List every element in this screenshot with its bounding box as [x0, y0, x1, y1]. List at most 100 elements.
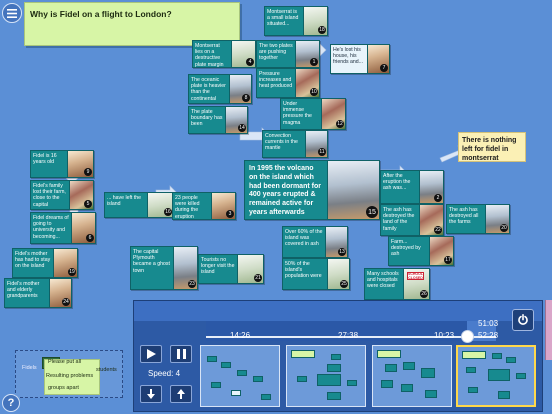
timeline-panel: 14:26 27:38 10:23 51:03 52:28 Speed: 4 [133, 300, 543, 412]
card-12[interactable]: Under immense pressure the magma 12 [280, 98, 346, 130]
card-number: 13 [338, 248, 346, 256]
card-13[interactable]: Over 60% of the island was covered in as… [282, 226, 348, 258]
pause-icon [176, 349, 186, 359]
speed-label: Speed: 4 [148, 369, 181, 378]
card-number: 20 [500, 224, 508, 232]
group-note-text-3: Resulting problems [46, 373, 94, 379]
card-19[interactable]: Fidel's mother has had to stay on the is… [12, 248, 78, 278]
time-end-1: 51:03 [478, 319, 499, 328]
card-2[interactable]: After the eruption the ash was... 2 [380, 170, 444, 204]
card-text: Many schools and hospitals were closed [367, 271, 399, 290]
speed-up-button[interactable] [170, 385, 192, 403]
card-text: Tourists no longer visit the island [201, 257, 235, 276]
snapshot-card [291, 350, 315, 358]
map-image: 18 [303, 7, 327, 35]
ash-image: 2 [419, 171, 443, 203]
note-group[interactable]: Please put all Fidels students Resulting… [15, 350, 123, 398]
group-note-text-4: Fidels [22, 365, 37, 371]
people-image: 3 [211, 193, 235, 219]
card-20[interactable]: The ash has destroyed all the farms 20 [446, 204, 510, 234]
card-text: ... have left the island [107, 195, 142, 208]
card-17[interactable]: Farm... destroyed by ash 17 [388, 236, 454, 266]
arrow-down-icon [147, 389, 155, 399]
card-text: Fidel dreams of going to university and … [33, 215, 69, 240]
card-21[interactable]: Tourists no longer visit the island 21 [198, 254, 264, 284]
card-15[interactable]: In 1995 the volcano on the island which … [244, 160, 380, 220]
timeline-thumb[interactable] [461, 330, 474, 343]
card-9[interactable]: Fidel is 16 years old 9 [30, 150, 94, 178]
land-image: 22 [419, 205, 443, 235]
play-button[interactable] [140, 345, 162, 363]
card-text: The ash has destroyed all the farms [449, 207, 479, 226]
card-text: In 1995 the volcano on the island which … [249, 165, 321, 216]
snapshot-card [317, 374, 341, 386]
card-26[interactable]: Many schools and hospitals were closed S… [364, 268, 430, 300]
card-number: 10 [310, 88, 318, 96]
card-number: 2 [434, 194, 442, 202]
mantle-image: 11 [305, 131, 327, 157]
speed-down-button[interactable] [140, 385, 162, 403]
time-end-2: 52:28 [478, 331, 499, 340]
sticky-note[interactable]: There is nothing left for fidel in monts… [458, 132, 526, 162]
snapshot-1[interactable] [200, 345, 280, 407]
snapshot-card [297, 376, 307, 382]
card-16[interactable]: ... have left the island 16 [104, 192, 174, 218]
card-number: 24 [62, 298, 70, 306]
question-note[interactable]: Why is Fidel on a flight to London? [24, 2, 240, 46]
card-6[interactable]: Fidel dreams of going to university and … [30, 212, 96, 244]
magma-image: 10 [295, 69, 319, 97]
play-icon [146, 349, 156, 359]
power-button[interactable] [512, 309, 534, 331]
menu-button[interactable] [2, 3, 22, 23]
card-text: The ash has destroyed the land of the fa… [383, 207, 415, 232]
card-24[interactable]: Fidel's mother and elderly grandparents … [4, 278, 72, 308]
card-7[interactable]: He's lost his house, his friends and... … [330, 44, 390, 74]
card-text: Montserrat is a small island situated... [267, 9, 299, 28]
school-image: SCHOOL CLOSED 26 [403, 269, 429, 299]
card-text: The oceanic plate is heavier than the co… [191, 77, 226, 102]
card-number: 18 [318, 26, 326, 34]
snapshot-card [468, 387, 478, 393]
snapshot-3[interactable] [372, 345, 452, 407]
snapshot-card [231, 390, 241, 396]
snapshot-card [421, 368, 435, 378]
portrait-image: 9 [67, 151, 93, 177]
snapshot-4[interactable] [456, 345, 536, 407]
boundary-image: 14 [225, 107, 247, 133]
snapshot-card [211, 382, 221, 388]
card-number: 9 [84, 168, 92, 176]
sticky-note-text: There is nothing left for fidel in monts… [462, 137, 517, 162]
card-number: 23 [188, 280, 196, 288]
farms-image: 20 [485, 205, 509, 233]
ash-cover-image: 13 [325, 227, 347, 257]
card-number: 1 [310, 58, 318, 66]
card-3[interactable]: 23 people were killed during the eruptio… [172, 192, 236, 220]
card-18[interactable]: Montserrat is a small island situated...… [264, 6, 328, 36]
help-button[interactable]: ? [2, 394, 20, 412]
timeline-track[interactable] [206, 321, 496, 343]
plates-image: 1 [295, 41, 319, 67]
card-5[interactable]: Fidel's family lost their farm, close to… [30, 180, 94, 210]
card-23[interactable]: The capital Plymouth became a ghost town… [130, 246, 198, 290]
card-8[interactable]: The oceanic plate is heavier than the co… [188, 74, 252, 104]
card-10[interactable]: Pressure increases and heat produced 10 [256, 68, 320, 98]
snapshot-card [492, 353, 502, 359]
snapshot-card [498, 391, 510, 399]
card-11[interactable]: Convection currents in the mantle 11 [262, 130, 328, 158]
card-25[interactable]: 50% of the island's population were 25 [282, 258, 350, 290]
group-note-text-5: students [96, 367, 117, 373]
snapshot-2[interactable] [286, 345, 366, 407]
card-22[interactable]: The ash has destroyed the land of the fa… [380, 204, 444, 236]
pause-button[interactable] [170, 345, 192, 363]
card-14[interactable]: The plate boundary has been 14 [188, 106, 248, 134]
farm-ash-image: 17 [429, 237, 453, 265]
snapshot-card [401, 384, 413, 392]
card-1[interactable]: The two plates are pushing together 1 [256, 40, 320, 68]
farm-image: 5 [69, 181, 93, 209]
card-4[interactable]: Montserrat lies on a destructive plate m… [192, 40, 256, 68]
snapshot-card [221, 362, 231, 368]
snapshot-card [425, 390, 437, 398]
time-marker-1: 14:26 [230, 331, 251, 340]
card-text: Fidel's mother has had to stay on the is… [15, 251, 51, 270]
card-text: He's lost his house, his friends and... [331, 45, 367, 73]
